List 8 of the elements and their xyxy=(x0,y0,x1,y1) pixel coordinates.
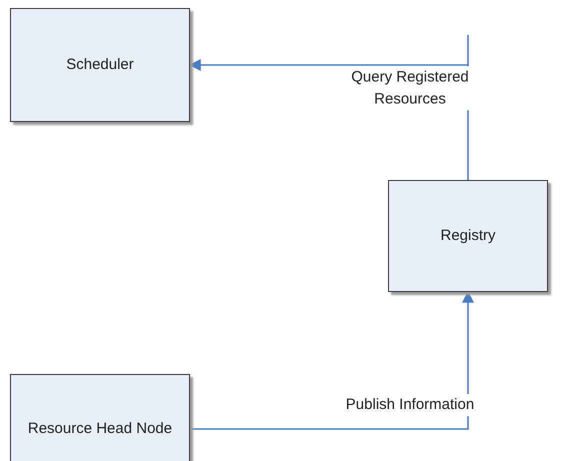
process-box xyxy=(10,8,190,122)
node-label: Scheduler xyxy=(66,55,134,76)
process-box xyxy=(10,374,190,461)
arrow xyxy=(188,34,469,180)
node-label: Resource Head Node xyxy=(28,419,172,440)
node-label: Registry xyxy=(440,226,496,246)
process-box xyxy=(388,180,548,292)
arrow xyxy=(190,290,474,430)
